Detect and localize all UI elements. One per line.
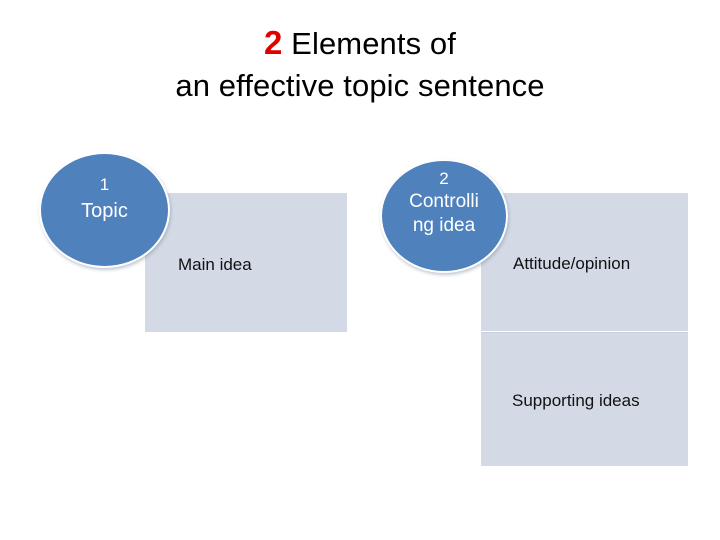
title-line-2: an effective topic sentence [175, 68, 545, 103]
circle-topic-number: 1 [99, 175, 110, 194]
circle-topic[interactable]: 1 Topic [39, 152, 170, 268]
panel-main-idea-label: Main idea [178, 255, 252, 274]
panel-attitude-opinion-label: Attitude/opinion [513, 254, 631, 273]
panel-supporting-ideas-label: Supporting ideas [512, 391, 640, 410]
panel-attitude-opinion[interactable] [481, 193, 688, 331]
circle-controlling-idea-label-line2: ng idea [412, 215, 476, 236]
title-accent-number: 2 [264, 24, 283, 61]
circle-controlling-idea[interactable]: 2 Controlli ng idea [380, 159, 508, 273]
page-title: 2 Elements of an effective topic sentenc… [60, 22, 660, 107]
panel-main-idea[interactable] [145, 193, 347, 332]
title-line-1-rest: Elements of [282, 26, 456, 61]
circle-controlling-idea-number: 2 [439, 169, 449, 188]
circle-topic-label: Topic [81, 200, 128, 222]
title-line-1: 2 Elements of [60, 22, 660, 65]
panel-supporting-ideas[interactable] [481, 332, 688, 466]
circle-controlling-idea-label-line1: Controlli [409, 191, 479, 212]
